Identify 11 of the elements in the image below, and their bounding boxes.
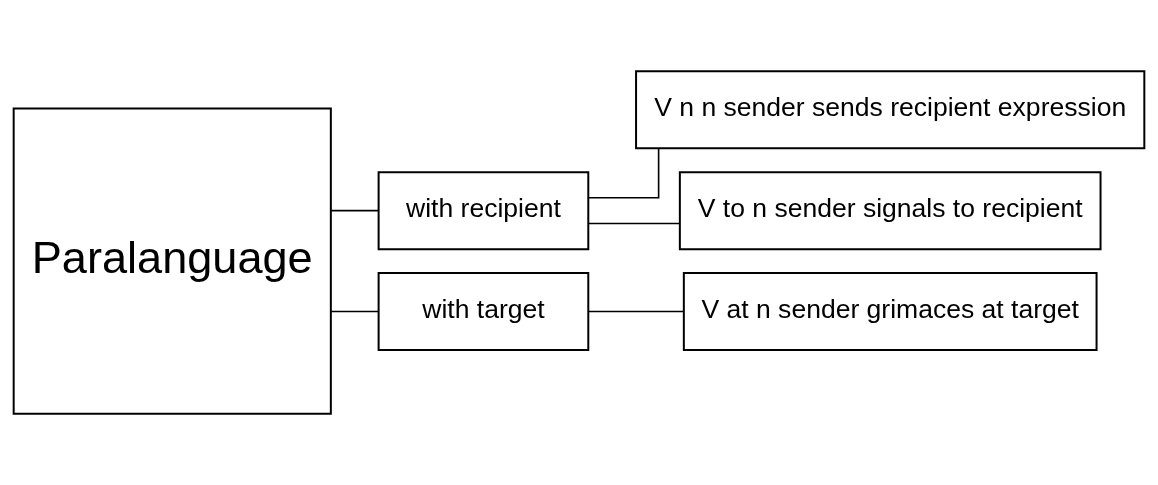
node-box: with recipient <box>377 171 590 251</box>
node-box: V n n sender sends recipient expression <box>635 70 1146 150</box>
connector <box>587 147 660 199</box>
connector <box>330 209 380 212</box>
connector <box>587 222 681 225</box>
connector <box>330 310 380 313</box>
node-box: V at n sender grimaces at target <box>682 272 1098 351</box>
node-box: V to n sender signals to recipient <box>678 171 1102 251</box>
node-box: with target <box>377 272 590 351</box>
node-box: Paralanguage <box>12 107 332 415</box>
connector <box>587 310 685 313</box>
